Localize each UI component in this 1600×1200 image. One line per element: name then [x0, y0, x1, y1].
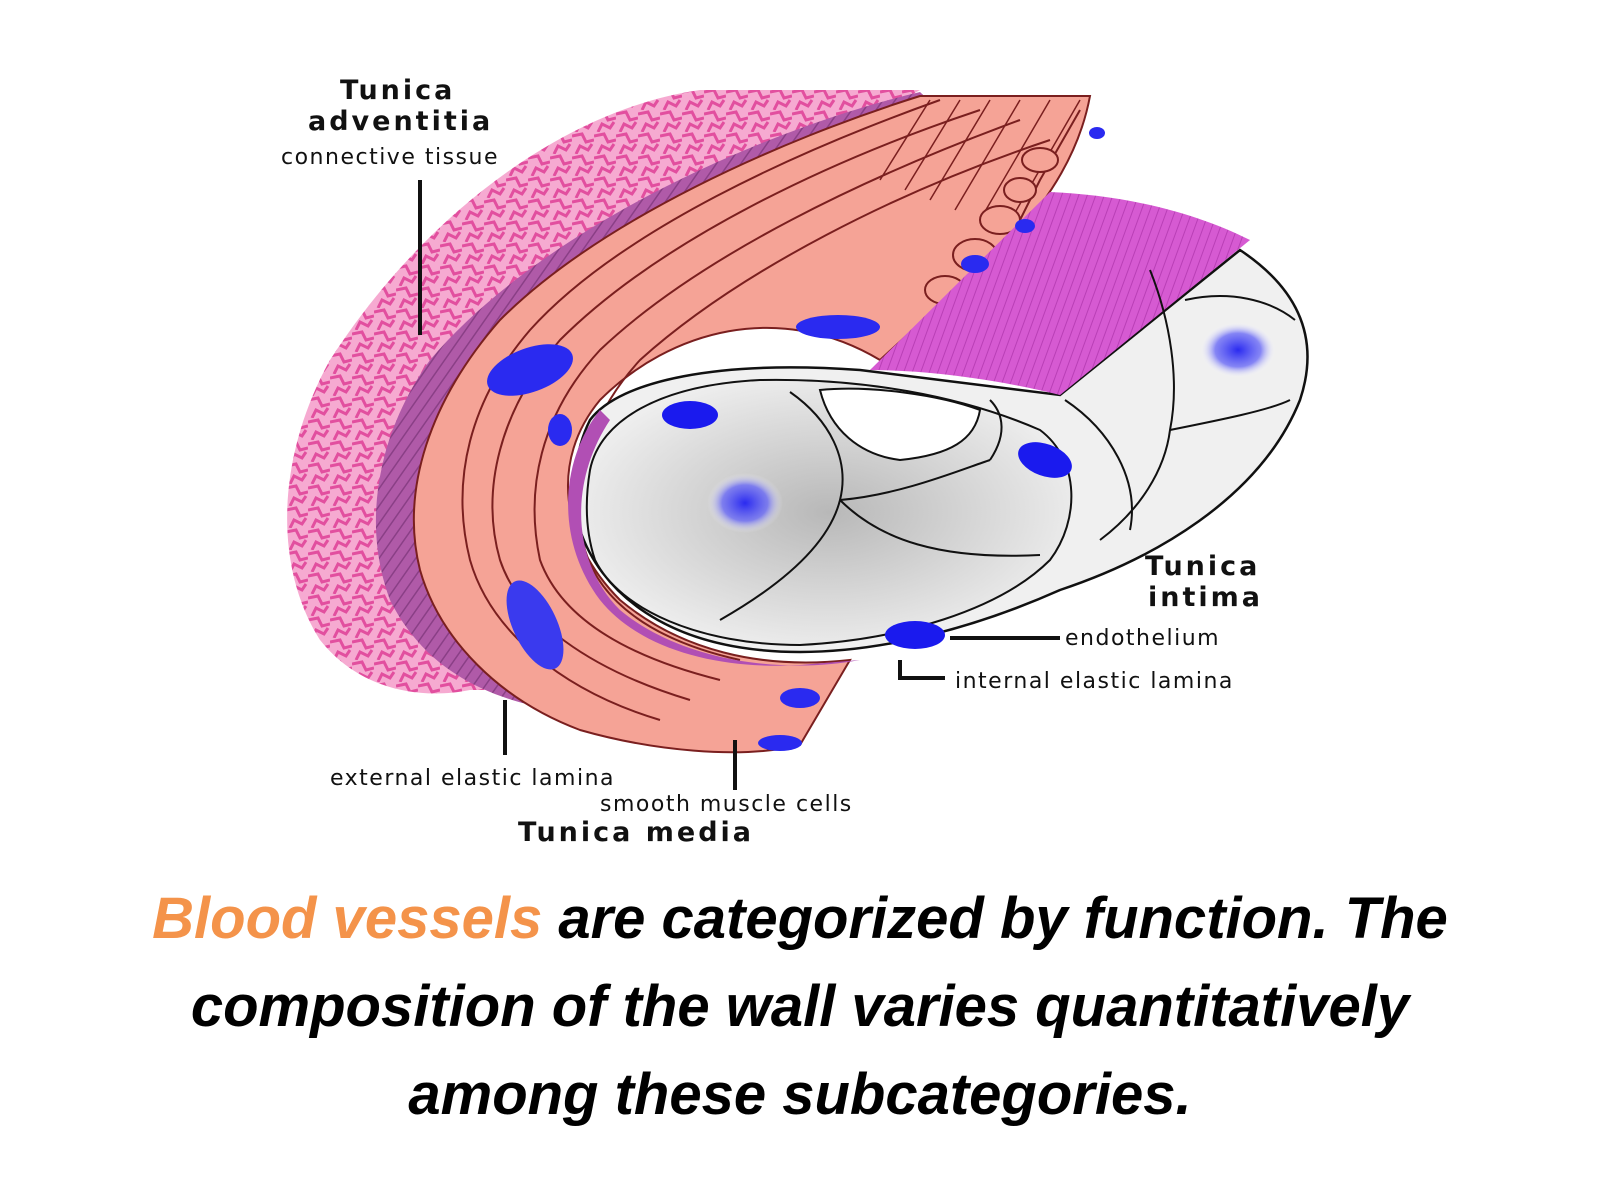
media-title: Tunica media [518, 817, 755, 848]
adventitia-subtitle: connective tissue [281, 145, 499, 170]
intima-title-1: Tunica [1145, 551, 1261, 582]
lumen-opening [818, 387, 982, 462]
adventitia-title-1: Tunica [340, 75, 456, 106]
intima-band [870, 192, 1250, 395]
nuclei [487, 127, 1276, 751]
caption-highlight: Blood vessels [152, 886, 543, 951]
leader-lines [418, 180, 1060, 790]
endothelium-label: endothelium [1065, 626, 1221, 651]
blood-vessel-diagram [287, 90, 1309, 790]
smooth-muscle-cells-label: smooth muscle cells [600, 792, 853, 817]
external-elastic-lamina-label: external elastic lamina [330, 766, 615, 791]
caption-text: are categorized by function. The composi… [190, 886, 1448, 1127]
adventitia-title-2: adventitia [308, 106, 494, 137]
endothelial-cell-borders [719, 269, 1296, 621]
internal-elastic-lamina-label: internal elastic lamina [955, 669, 1234, 694]
internal-elastic-lamina-band [568, 410, 860, 666]
intima-title-2: intima [1148, 582, 1263, 613]
slide-caption: Blood vessels are categorized by functio… [100, 875, 1500, 1139]
